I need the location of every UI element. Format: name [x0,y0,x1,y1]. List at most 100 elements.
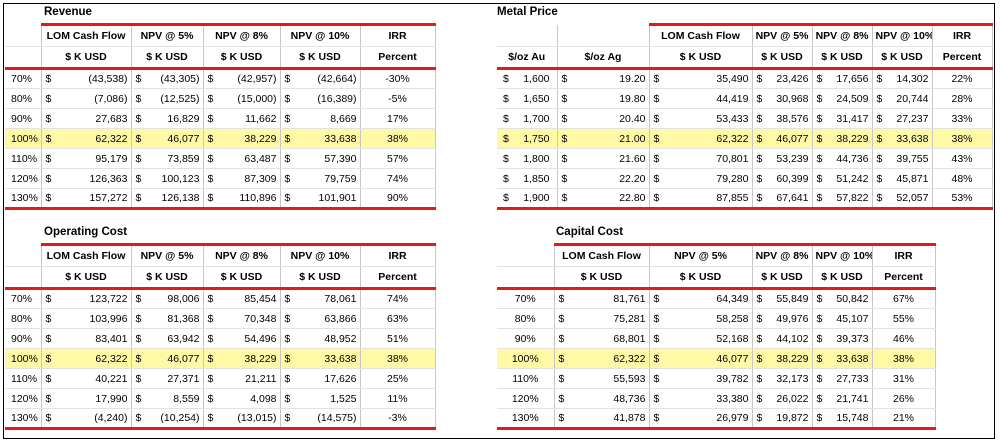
currency-symbol: $ [135,392,142,405]
currency-symbol: $ [284,132,291,145]
cf-cell: $41,878 [554,408,650,430]
cf-cell: $103,996 [41,308,132,329]
col-header: NPV @ 5% [649,243,753,267]
currency-symbol: $ [207,293,214,305]
irr-value: -30% [360,68,436,89]
n10-cell: $(16,389) [280,88,361,109]
n8-cell: $44,102 [752,328,813,349]
n10-value: 27,733 [836,372,869,385]
irr-value: 57% [360,148,436,169]
gold-price-cell: $1,850 [497,168,558,189]
col-header: NPV @ 10% [872,23,933,47]
cf-cell: $79,280 [649,168,753,189]
n10-value: (42,664) [317,73,357,85]
currency-symbol: $ [558,352,565,365]
n8-cell: $21,211 [203,368,281,389]
currency-symbol: $ [653,372,660,385]
unit-header: $ K USD [203,266,281,290]
currency-symbol: $ [558,412,565,424]
n10-cell: $57,390 [280,148,361,169]
irr-value: 43% [932,148,993,169]
n8-cell: $4,098 [203,388,281,409]
unit-header: Percent [932,46,993,70]
gold-price-value: 1,750 [523,132,550,145]
currency-symbol: $ [284,293,291,305]
currency-symbol: $ [816,372,823,385]
currency-symbol: $ [561,112,568,125]
n10-cell: $1,525 [280,388,361,409]
n5-value: 23,426 [776,73,809,85]
currency-symbol: $ [135,112,142,125]
cf-value: 55,593 [613,372,646,385]
gold-price-cell: $1,650 [497,88,558,109]
n8-cell: $49,976 [752,308,813,329]
n5-value: 39,782 [716,372,749,385]
cf-value: 75,281 [613,312,646,325]
currency-symbol: $ [816,112,823,125]
cf-value: 68,801 [613,332,646,345]
cf-value: 126,363 [89,172,128,185]
n10-value: 48,952 [324,332,357,345]
n5-cell: $23,426 [752,68,813,89]
currency-symbol: $ [284,152,291,165]
irr-value: 25% [360,368,436,389]
irr-value: 11% [360,388,436,409]
currency-symbol: $ [561,132,568,145]
operating-cost-table: LOM Cash Flow NPV @ 5% NPV @ 8% NPV @ 10… [5,243,436,430]
n10-value: 39,373 [836,332,869,345]
currency-symbol: $ [45,112,52,125]
irr-value: 28% [932,88,993,109]
table-row: $1,600$19.20$35,490$23,426$17,656$14,302… [497,68,993,89]
sensitivity-percent: 100% [5,128,42,149]
currency-symbol: $ [45,192,52,204]
gold-price-value: 1,850 [523,172,550,185]
n10-cell: $21,741 [812,388,873,409]
col-header: IRR [360,23,436,47]
sensitivity-percent: 70% [5,288,42,309]
n5-cell: $53,239 [752,148,813,169]
currency-symbol: $ [876,92,883,105]
currency-symbol: $ [503,73,509,85]
n8-cell: $32,173 [752,368,813,389]
irr-value: 48% [932,168,993,189]
gold-price-cell: $1,900 [497,188,558,210]
currency-symbol: $ [503,112,509,125]
n10-cell: $45,107 [812,308,873,329]
cf-value: 62,322 [95,132,128,145]
n8-cell: $38,229 [752,348,813,369]
n5-cell: $46,077 [649,348,753,369]
sensitivity-percent: 80% [5,308,42,329]
n8-value: 57,822 [836,192,869,204]
n8-value: 24,509 [836,92,869,105]
cf-cell: $68,801 [554,328,650,349]
n10-value: 17,626 [324,372,357,385]
silver-price-value: 21.00 [619,132,646,145]
n8-value: 110,896 [239,192,277,204]
currency-symbol: $ [284,312,291,325]
cf-value: 79,280 [716,172,749,185]
n10-value: 101,901 [318,192,357,204]
n5-value: 60,399 [776,172,809,185]
n8-cell: $51,242 [812,168,873,189]
currency-symbol: $ [653,152,660,165]
cf-cell: $44,419 [649,88,753,109]
n10-value: 14,302 [896,73,929,85]
currency-symbol: $ [756,152,763,165]
n8-cell: $54,496 [203,328,281,349]
silver-price-cell: $21.00 [557,128,650,149]
sensitivity-percent: 120% [5,388,42,409]
silver-price-cell: $22.80 [557,188,650,210]
col-header: NPV @ 10% [812,243,873,267]
cf-value: 44,419 [716,92,749,105]
n10-cell: $39,755 [872,148,933,169]
n8-cell: $70,348 [203,308,281,329]
n5-cell: $(10,254) [131,408,204,430]
unit-header: $ K USD [131,266,204,290]
currency-symbol: $ [45,372,52,385]
currency-symbol: $ [876,132,883,145]
n10-cell: $33,638 [812,348,873,369]
irr-value: -3% [360,408,436,430]
n5-value: (43,305) [160,73,200,85]
